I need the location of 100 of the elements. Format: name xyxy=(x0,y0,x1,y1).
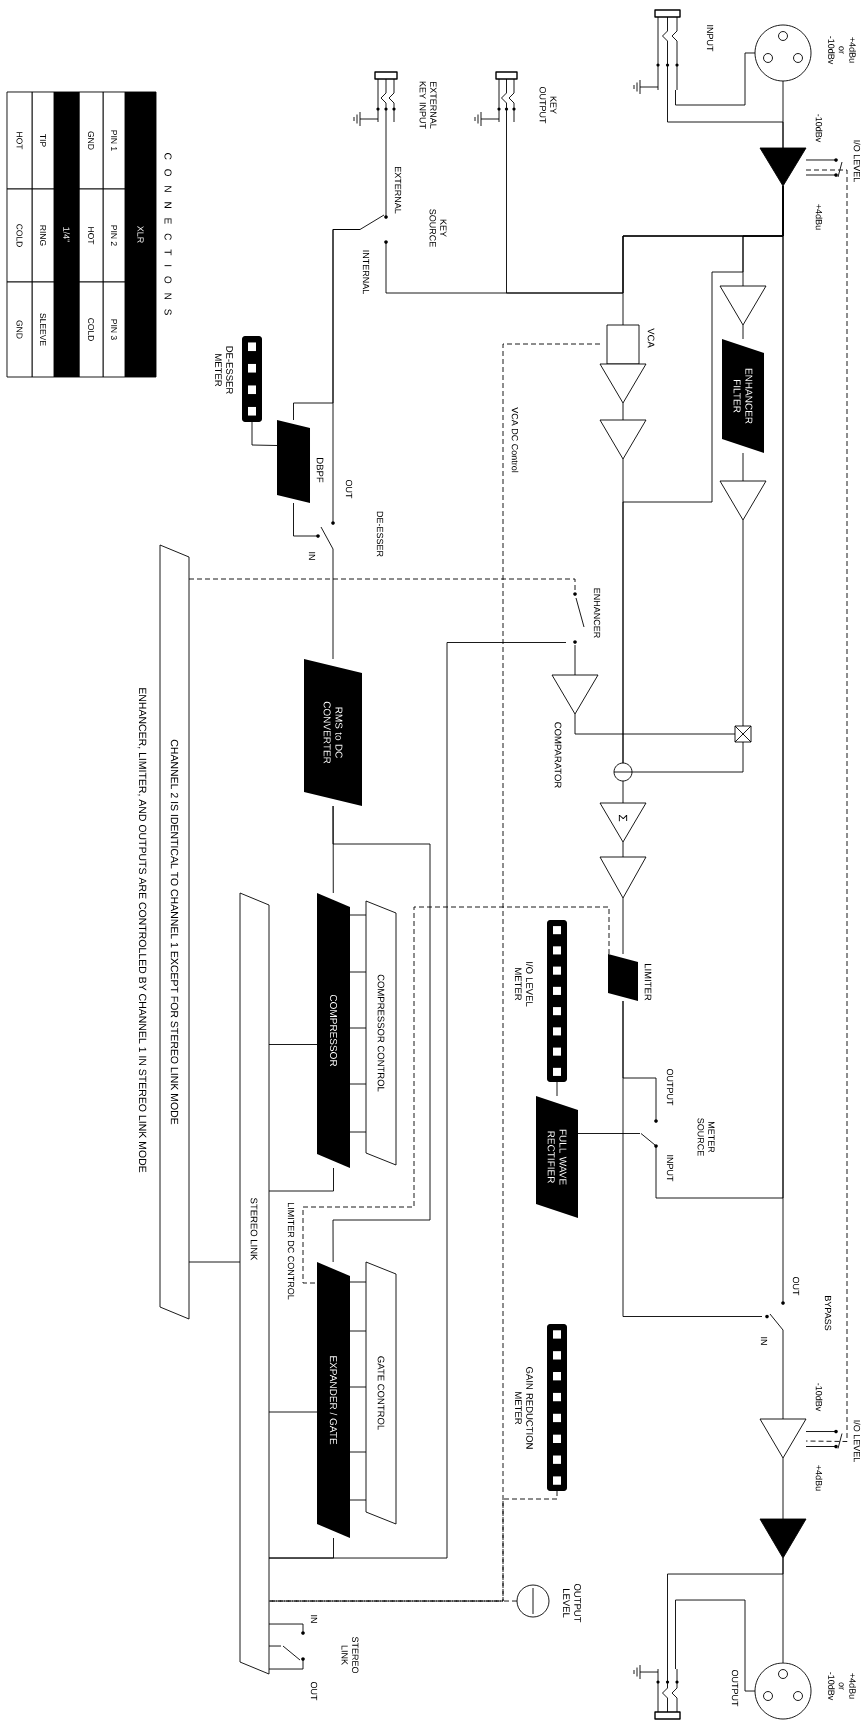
control-line xyxy=(268,343,601,1602)
switch xyxy=(765,1301,785,1331)
block-label: DBPF xyxy=(316,458,324,483)
signal-line xyxy=(268,1411,318,1413)
table-cell: HOT xyxy=(6,91,33,190)
note-text: ENHANCER, LIMITER, AND OUTPUTS ARE CONTROLLED BY CHANNEL 1 IN STEREO LINK MODE xyxy=(137,688,147,1173)
control-line xyxy=(302,906,610,1284)
switch xyxy=(316,521,335,550)
signal-line xyxy=(332,805,431,1263)
switch-label: KEY SOURCE xyxy=(429,209,447,247)
block-label: VCA xyxy=(647,328,655,348)
table-header: 1/4" xyxy=(53,91,80,378)
switch-position-label: EXTERNAL xyxy=(394,167,402,214)
block-label: OUTPUT LEVEL xyxy=(563,1583,581,1623)
switch xyxy=(359,214,388,244)
control-block: CHANNEL 2 IS IDENTICAL TO CHANNEL 1 EXCEPT FOR STEREO LINK MODE xyxy=(159,544,190,1320)
amplifier-triangle xyxy=(719,480,767,521)
block-label: COMPARATOR xyxy=(554,722,562,788)
table-cell: SLEEVE xyxy=(31,281,55,378)
connector-label: OUTPUT xyxy=(731,1669,739,1707)
signal-line xyxy=(675,1599,756,1692)
summing-junction xyxy=(613,762,633,782)
switch-position-label: OUT xyxy=(792,1276,800,1296)
level-option-label: -10dBv xyxy=(815,1383,823,1412)
signal-label: LIMITER DC CONTROL xyxy=(287,1203,295,1300)
component-label: INPUT xyxy=(706,25,714,52)
signal-line xyxy=(556,1081,558,1097)
level-option-label: +4dBu xyxy=(815,204,823,230)
signal-line xyxy=(188,1261,241,1263)
switch-position-label: IN xyxy=(760,1337,768,1345)
switch-label: DE-ESSER xyxy=(376,511,384,557)
control-line xyxy=(268,1490,558,1602)
block-label: GAIN REDUCTION METER xyxy=(515,1367,533,1449)
block-label: LIMITER xyxy=(644,964,652,1001)
signal-line xyxy=(268,1537,334,1559)
processing-block: RMS to DC CONVERTER xyxy=(304,659,362,806)
multiplier-box xyxy=(734,725,752,743)
signal-line xyxy=(667,1557,784,1670)
signal-line xyxy=(782,1329,784,1420)
signal-line xyxy=(742,452,744,482)
component-label: +4dBu or -10dBv xyxy=(828,1672,856,1701)
signal-line xyxy=(293,502,319,537)
signal-line xyxy=(667,89,784,149)
signal-line xyxy=(268,1167,334,1192)
component-label: I/O LEVEL xyxy=(853,1420,861,1462)
component-label: ENHANCER xyxy=(593,588,601,638)
switch-label: METER SOURCE xyxy=(697,1118,715,1156)
switch-position-label: INPUT xyxy=(666,1155,674,1182)
signal-line xyxy=(622,1000,657,1122)
signal-line xyxy=(622,841,624,858)
switch-position-label: OUT xyxy=(310,1681,318,1701)
signal-line xyxy=(622,897,624,955)
table-cell: GND xyxy=(78,91,104,190)
component-label: I/O LEVEL xyxy=(853,140,861,182)
signal-line xyxy=(251,421,278,446)
component-label: EXTERNAL KEY INPUT xyxy=(419,81,437,129)
processing-block: FULL WAVE RECTIFIER xyxy=(536,1096,578,1218)
amplifier-triangle xyxy=(599,856,647,899)
processing-block: COMPRESSOR xyxy=(317,893,350,1168)
signal-line xyxy=(574,713,736,735)
level-option-label: +4dBu xyxy=(815,1465,823,1491)
control-block: GATE CONTROL xyxy=(349,1261,397,1525)
signal-line xyxy=(268,1044,318,1045)
control-line xyxy=(805,169,848,1442)
signal-line xyxy=(742,324,744,340)
table-cell: COLD xyxy=(6,188,33,283)
signal-line xyxy=(268,1658,304,1670)
signal-line xyxy=(574,644,576,676)
table-cell: HOT xyxy=(78,188,104,283)
switch xyxy=(282,1631,305,1661)
signal-line xyxy=(675,52,756,106)
amplifier-triangle: Σ xyxy=(599,802,647,843)
signal-line xyxy=(268,1623,304,1634)
signal-line xyxy=(268,1645,282,1647)
signal-line xyxy=(622,458,624,764)
signal-line xyxy=(385,121,387,218)
signal-line xyxy=(622,402,624,421)
signal-line xyxy=(742,519,744,727)
amplifier-triangle xyxy=(599,419,647,460)
table-cell: PIN 3 xyxy=(102,281,126,378)
table-cell: COLD xyxy=(78,281,104,378)
table-title: C O N N E C T I O N S xyxy=(164,153,172,315)
component-label: +4dBu or -10dBv xyxy=(828,36,856,65)
block-label: I/O LEVEL METER xyxy=(514,962,534,1007)
signal-line xyxy=(506,121,784,294)
control-block: COMPRESSOR CONTROL xyxy=(349,900,397,1166)
switch-position-label: OUTPUT xyxy=(666,1068,674,1106)
amplifier-triangle xyxy=(719,285,767,326)
component-label: KEY OUTPUT xyxy=(539,86,557,124)
signal-line xyxy=(622,780,624,804)
table-cell: GND xyxy=(6,281,33,378)
switch-label: STEREO LINK xyxy=(341,1636,359,1674)
block-label: DE-ESSER METER xyxy=(215,346,233,394)
processing-block: ENHANCER FILTER xyxy=(722,339,764,453)
signal-line xyxy=(332,229,361,524)
signal-line xyxy=(332,548,334,660)
switch-label: BYPASS xyxy=(824,1296,832,1331)
table-header: XLR xyxy=(124,91,157,378)
signal-label: VCA DC Control xyxy=(511,407,519,473)
switch-position-label: IN xyxy=(310,1615,318,1623)
